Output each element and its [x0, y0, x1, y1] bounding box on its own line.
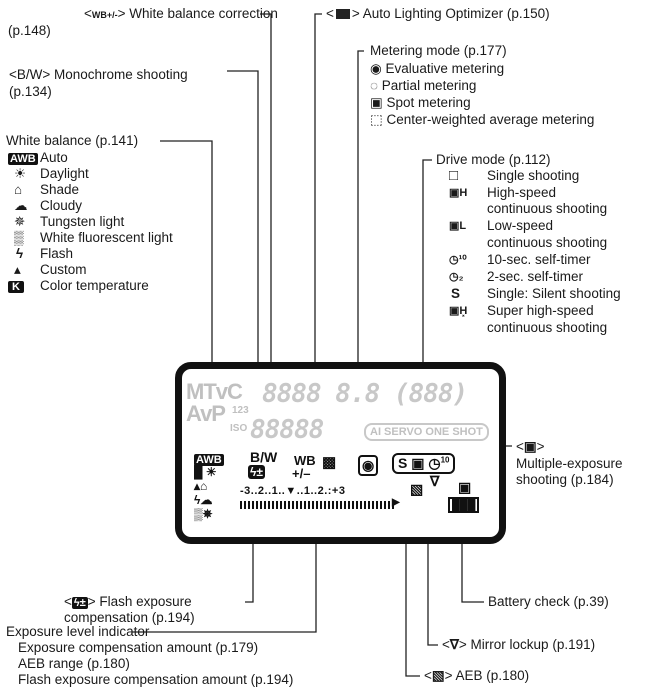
tungsten-icon: ✵: [14, 214, 26, 229]
metering-item-evaluative: ◉ Evaluative metering: [370, 61, 505, 76]
flash-comp-label-1: <ϟ±> Flash exposure: [64, 594, 192, 609]
exposure-indicator-title: Exposure level indicator: [6, 624, 150, 639]
lcd-wb-correction-pm: +/–: [292, 466, 311, 481]
shooting-mode-top: MTvC: [186, 379, 243, 404]
lcd-metering-icon: ◉: [358, 455, 379, 476]
lcd-awb-icon: AWB: [194, 454, 224, 466]
lcd-exposure-bar: [240, 501, 394, 509]
wb-item-fluorescent: White fluorescent light: [40, 230, 173, 245]
iso-indicator: ISO: [230, 423, 248, 434]
lcd-wb-icons-3: ϟ☁: [194, 493, 213, 507]
wb-item-shade: Shade: [40, 182, 80, 197]
shade-icon: ⌂: [14, 182, 23, 197]
monochrome-label: <B/W> Monochrome shooting: [9, 67, 188, 82]
lcd-monochrome: B/W: [250, 449, 278, 465]
color-temperature-icon: K: [8, 281, 24, 293]
lcd-battery-icon: ███: [448, 497, 480, 513]
flash-icon: ϟ: [16, 246, 24, 261]
cloudy-icon: ☁: [14, 198, 28, 213]
custom-wb-icon: ▴: [14, 262, 21, 277]
wb-item-custom: Custom: [40, 262, 87, 277]
multi-exposure-icon: ▣: [523, 439, 537, 454]
metering-item-partial: ◌ Partial metering: [370, 78, 477, 93]
multi-exposure-label-2: Multiple-exposure: [516, 456, 623, 471]
monochrome-page: (p.134): [9, 84, 52, 99]
wb-item-cloudy: Cloudy: [40, 198, 83, 213]
exposure-item-flash: Flash exposure compensation amount (p.19…: [18, 672, 294, 687]
lcd-digits-bottom: 88888: [250, 415, 324, 445]
lcd-panel: MTvC AvP 123 8888 8.8 (888) ISO 88888 AI…: [175, 362, 506, 544]
af-mode-indicator: AI SERVO ONE SHOT: [364, 423, 489, 441]
lcd-scale-arrow-icon: ▶: [392, 497, 400, 508]
silent-shooting-icon: S: [451, 286, 461, 301]
high-speed-icon: ▣H: [449, 187, 468, 199]
fluorescent-icon: ▒: [14, 230, 24, 245]
aeb-label: <▧> AEB (p.180): [424, 668, 530, 683]
lcd-aeb-icon: ▧: [410, 481, 424, 497]
wb-correction-label: <WB+/-> White balance correction: [84, 6, 278, 21]
multi-exposure-label-1: <▣>: [516, 439, 545, 454]
lcd-multi-exposure-icon: ▣: [458, 479, 472, 495]
alo-label: <> Auto Lighting Optimizer (p.150): [326, 6, 550, 21]
low-speed-icon: ▣L: [449, 220, 467, 232]
lcd-wb-icons-2: ▴⌂: [194, 479, 208, 493]
lcd-wb-icons: █ ☀: [194, 465, 217, 479]
spot-metering-icon: ▣: [370, 95, 383, 110]
lcd-digits-top: 8888 8.8 (888): [262, 379, 468, 409]
custom-mode-number: 123: [232, 405, 249, 416]
wb-item-daylight: Daylight: [40, 166, 89, 181]
metering-item-center: ⬚ Center-weighted average metering: [370, 112, 595, 127]
self-timer-2-icon: ◷₂: [449, 271, 464, 283]
awb-icon: AWB: [8, 153, 38, 165]
flash-comp-icon: ϟ±: [71, 597, 88, 609]
super-high-speed-icon: ▣H͓: [449, 305, 468, 317]
metering-item-spot: ▣ Spot metering: [370, 95, 471, 110]
wb-correction-icon: WB+/-: [91, 10, 118, 20]
exposure-item-aeb: AEB range (p.180): [18, 656, 130, 671]
lcd-mirror-lockup-icon: ∇: [430, 473, 440, 489]
battery-label: Battery check (p.39): [488, 594, 609, 609]
wb-item-flash: Flash: [40, 246, 74, 261]
lcd-wb-icons-4: ▒✵: [194, 507, 213, 521]
wb-correction-page: (p.148): [8, 23, 51, 38]
lcd-drive-mode: S ▣ ◷10: [392, 453, 456, 474]
exposure-item-comp: Exposure compensation amount (p.179): [18, 640, 259, 655]
shooting-mode-bottom: AvP: [186, 401, 226, 426]
lcd-alo-icon: ▩: [322, 454, 337, 471]
multi-exposure-label-3: shooting (p.184): [516, 472, 614, 487]
self-timer-10-icon: ◷¹⁰: [449, 254, 467, 266]
wb-item-color-temp: Color temperature: [40, 278, 149, 293]
evaluative-metering-icon: ◉: [370, 61, 382, 76]
wb-item-tungsten: Tungsten light: [40, 214, 125, 229]
lcd-exposure-scale: -3..2..1..▼..1..2.:+3: [240, 485, 346, 497]
lcd-flash-comp-icon: ϟ±: [248, 465, 265, 479]
daylight-icon: ☀: [14, 166, 27, 181]
lcd-wb-correction: WB: [294, 453, 316, 468]
single-shooting-icon: □: [449, 167, 459, 184]
partial-metering-icon: ◌: [370, 78, 379, 93]
drive-title: Drive mode (p.112): [436, 152, 551, 167]
aeb-icon: ▧: [431, 668, 445, 683]
flash-comp-label-2: compensation (p.194): [64, 610, 195, 625]
mirror-lockup-icon: ∇: [449, 637, 459, 652]
metering-title: Metering mode (p.177): [370, 43, 507, 58]
wb-item-auto: Auto: [40, 150, 68, 165]
center-weighted-metering-icon: ⬚: [370, 112, 383, 127]
mirror-lockup-label: <∇> Mirror lockup (p.191): [442, 637, 596, 652]
alo-icon: [335, 9, 350, 19]
wb-title: White balance (p.141): [6, 133, 139, 148]
